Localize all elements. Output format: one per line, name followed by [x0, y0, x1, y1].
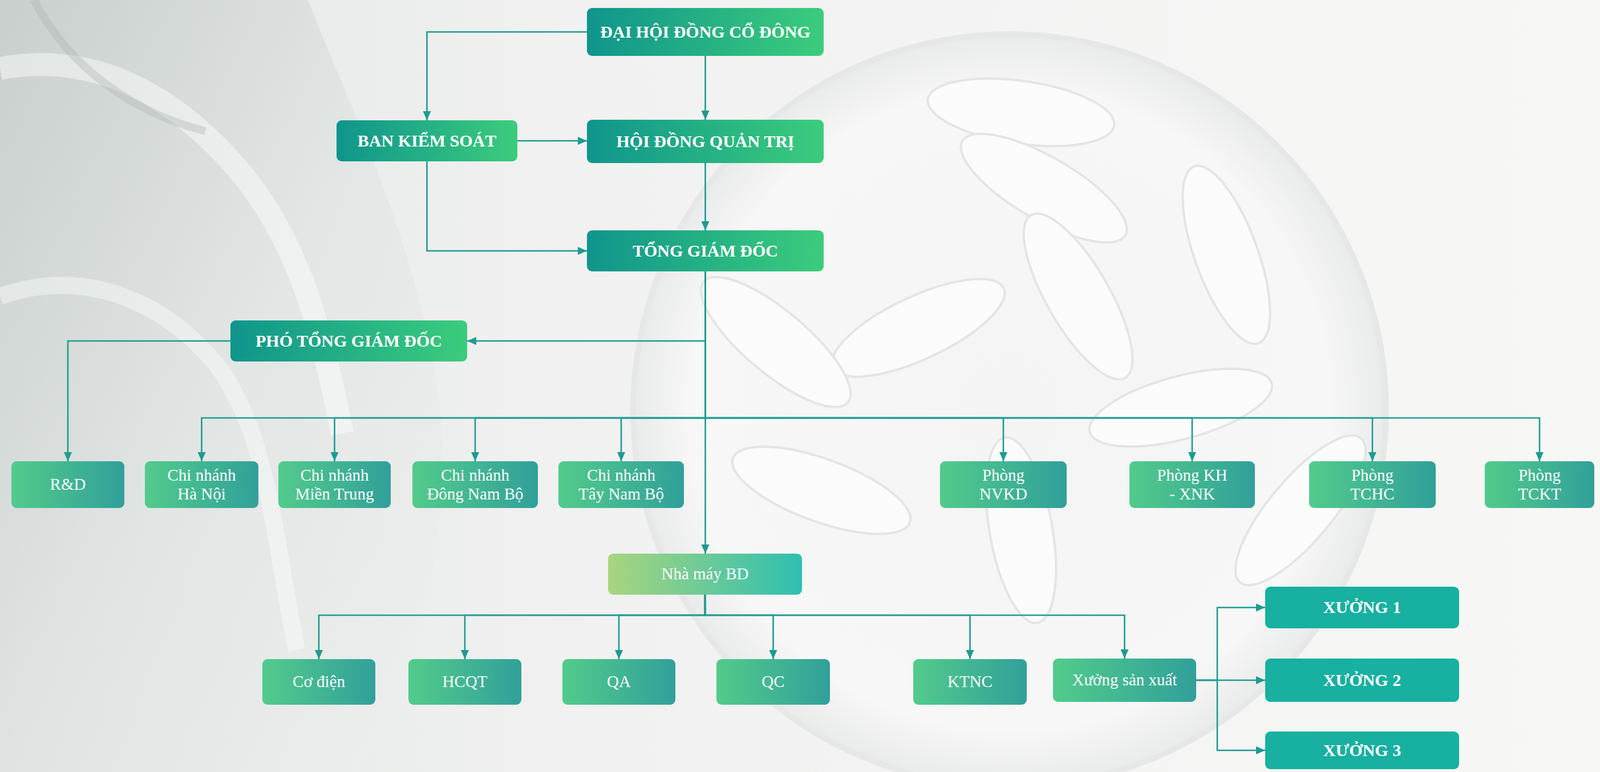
connector-arrow	[621, 271, 706, 462]
connector-arrow	[467, 271, 706, 342]
box-label: Cơ điện	[292, 672, 346, 692]
connector-arrow	[1196, 680, 1266, 751]
connector-arrow	[704, 163, 707, 231]
connector-arrow	[517, 140, 587, 143]
capsule	[1003, 199, 1153, 395]
org-box: Nhà máy BD	[608, 553, 802, 595]
capsule	[819, 259, 1018, 396]
org-box: HCQT	[408, 659, 522, 706]
box-label: XƯỞNG 3	[1323, 740, 1401, 761]
box-label: TỔNG GIÁM ĐỐC	[632, 241, 779, 262]
org-box: ĐẠI HỘI ĐỒNG CỔ ĐÔNG	[586, 7, 824, 56]
connectors	[67, 31, 1540, 751]
connector-arrow	[334, 271, 706, 462]
box-label: R&D	[50, 475, 87, 494]
org-box: QA	[562, 659, 676, 706]
connector-arrow	[705, 594, 971, 660]
box-label: Chi nhánh Đông Nam Bộ	[423, 466, 527, 505]
box-label: BAN KIỂM SOÁT	[357, 131, 497, 152]
connector-arrow	[618, 594, 706, 660]
silk-fold	[34, 0, 206, 132]
box-label: KTNC	[947, 672, 993, 692]
connector-arrow	[1196, 608, 1266, 682]
capsule	[1081, 353, 1280, 463]
connector-arrow	[704, 271, 707, 554]
org-box: BAN KIỂM SOÁT	[336, 120, 518, 162]
org-box: Phòng TCKT	[1484, 461, 1595, 509]
connector-arrow	[201, 271, 706, 462]
org-box: R&D	[11, 461, 125, 509]
connector-arrow	[705, 271, 1373, 462]
connector-arrow	[705, 594, 774, 660]
box-label: QC	[761, 672, 785, 692]
org-box: KTNC	[913, 659, 1027, 706]
box-label: ĐẠI HỘI ĐỒNG CỔ ĐÔNG	[600, 22, 810, 43]
org-box: Phòng TCHC	[1309, 461, 1436, 509]
org-box: Chi nhánh Tây Nam Bộ	[558, 461, 684, 509]
org-box: QC	[716, 659, 830, 706]
connector-arrow	[475, 271, 706, 462]
box-label: Chi nhánh Hà Nội	[161, 466, 242, 505]
box-label: Phòng TCKT	[1505, 466, 1574, 505]
box-label: Chi nhánh Miền Trung	[287, 466, 382, 505]
org-box: XƯỞNG 3	[1265, 731, 1460, 770]
box-label: HỘI ĐỒNG QUẢN TRỊ	[616, 131, 795, 152]
org-box: Chi nhánh Hà Nội	[144, 461, 259, 509]
org-box: TỔNG GIÁM ĐỐC	[586, 230, 824, 272]
connector-arrow	[705, 271, 1193, 462]
org-box: Chi nhánh Đông Nam Bộ	[412, 461, 538, 509]
org-box: Phòng NVKD	[940, 461, 1067, 509]
box-label: XƯỞNG 2	[1323, 670, 1401, 691]
capsule	[683, 257, 869, 427]
capsule	[722, 428, 921, 553]
box-label: QA	[606, 672, 631, 692]
org-box: Chi nhánh Miền Trung	[278, 461, 391, 509]
org-box: Xưởng sản xuất	[1052, 658, 1197, 703]
connector-arrow	[67, 341, 231, 462]
silk-fabric	[0, 0, 443, 772]
org-box: XƯỞNG 1	[1265, 586, 1460, 629]
connector-arrow	[464, 594, 706, 660]
org-box: PHÓ TỔNG GIÁM ĐỐC	[230, 320, 468, 362]
box-label: Nhà máy BD	[661, 564, 749, 584]
box-label: PHÓ TỔNG GIÁM ĐỐC	[255, 331, 443, 352]
org-box: Cơ điện	[262, 659, 376, 706]
connector-arrow	[427, 31, 588, 121]
capsule	[1164, 155, 1288, 355]
connector-arrow	[427, 161, 588, 251]
capsule	[1216, 418, 1385, 603]
org-box: Phòng KH - XNK	[1129, 461, 1255, 509]
box-label: Phòng KH - XNK	[1154, 466, 1230, 505]
box-label: Phòng NVKD	[969, 466, 1038, 505]
connector-arrow	[318, 594, 706, 660]
connector-arrow	[705, 271, 1541, 462]
connector-arrow	[704, 55, 707, 120]
box-label: HCQT	[442, 672, 488, 692]
box-label: XƯỞNG 1	[1323, 597, 1401, 618]
org-box: XƯỞNG 2	[1265, 658, 1460, 703]
org-box: HỘI ĐỒNG QUẢN TRỊ	[586, 119, 824, 164]
connector-arrow	[705, 594, 1125, 659]
connector-arrow	[705, 271, 1004, 462]
box-label: Chi nhánh Tây Nam Bộ	[575, 466, 667, 505]
box-label: Phòng TCHC	[1338, 466, 1407, 505]
box-label: Xưởng sản xuất	[1071, 670, 1177, 690]
